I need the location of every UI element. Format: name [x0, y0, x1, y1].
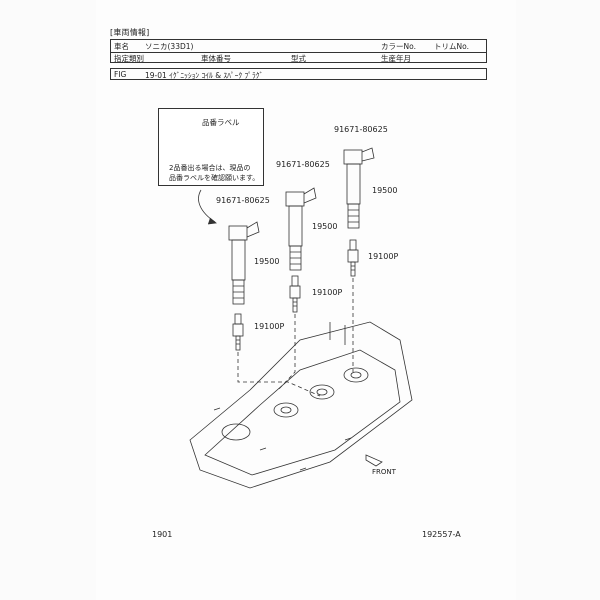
ignition-coil-left — [228, 221, 260, 305]
spark-plug-right — [347, 239, 359, 277]
body-number-label: 車体番号 — [201, 54, 231, 63]
callout-note-line-2: 品番ラベルを確認願います。 — [169, 174, 260, 182]
section-tag: [車両情報] — [110, 28, 150, 37]
model-label: 車名 — [114, 42, 129, 51]
callout-label-text: 品番ラベル — [202, 118, 240, 127]
color-label: カラーNo. — [381, 42, 416, 51]
production-label: 生産年月 — [381, 54, 411, 63]
part-number-coil-right: 19500 — [372, 186, 398, 195]
part-number-grommet-mid: 91671-80625 — [276, 160, 330, 169]
vehicle-info-row-1: 車名 ソニカ(33D1) カラーNo. トリムNo. — [111, 40, 486, 53]
model-value: ソニカ(33D1) — [145, 42, 194, 51]
alignment-lines — [237, 278, 354, 397]
front-label: FRONT — [372, 468, 396, 476]
label-callout-box: 品番ラベル 2品番出る場合は、現品の 品番ラベルを確認願います。 — [158, 108, 264, 186]
fig-label: FIG — [114, 70, 127, 79]
type-label: 型式 — [291, 54, 306, 63]
part-number-plug-left: 19100P — [254, 322, 285, 331]
callout-arrow — [198, 189, 216, 223]
cylinder-head-cover — [189, 321, 413, 489]
part-number-grommet-left: 91671-80625 — [216, 196, 270, 205]
ignition-coil-right — [343, 147, 375, 229]
part-number-plug-right: 19100P — [368, 252, 399, 261]
ignition-coil-mid — [285, 187, 317, 271]
vehicle-info-table: 車名 ソニカ(33D1) カラーNo. トリムNo. 指定類別 車体番号 型式 … — [110, 39, 487, 63]
catalog-sheet — [96, 0, 516, 600]
front-arrow-icon — [365, 454, 383, 467]
part-number-plug-mid: 19100P — [312, 288, 343, 297]
trim-label: トリムNo. — [434, 42, 469, 51]
part-number-coil-left: 19500 — [254, 257, 280, 266]
fig-title: 19-01 ｲｸﾞﾆｯｼｮﾝ ｺｲﾙ & ｽﾊﾟｰｸ ﾌﾟﾗｸﾞ — [145, 71, 264, 80]
callout-note: 2品番出る場合は、現品の 品番ラベルを確認願います。 — [169, 163, 259, 183]
spark-plug-left — [232, 313, 244, 351]
page-code: 1901 — [152, 530, 173, 539]
fig-title-bar: FIG 19-01 ｲｸﾞﾆｯｼｮﾝ ｺｲﾙ & ｽﾊﾟｰｸ ﾌﾟﾗｸﾞ — [110, 68, 487, 80]
spark-plug-mid — [289, 275, 301, 313]
callout-arrow-head — [207, 217, 217, 225]
drawing-number: 192557-A — [422, 530, 461, 539]
spec-label: 指定類別 — [114, 54, 144, 63]
vehicle-info-row-2: 指定類別 車体番号 型式 生産年月 — [111, 52, 486, 64]
part-number-grommet-right: 91671-80625 — [334, 125, 388, 134]
callout-note-line-1: 2品番出る場合は、現品の — [169, 164, 251, 172]
part-number-coil-mid: 19500 — [312, 222, 338, 231]
